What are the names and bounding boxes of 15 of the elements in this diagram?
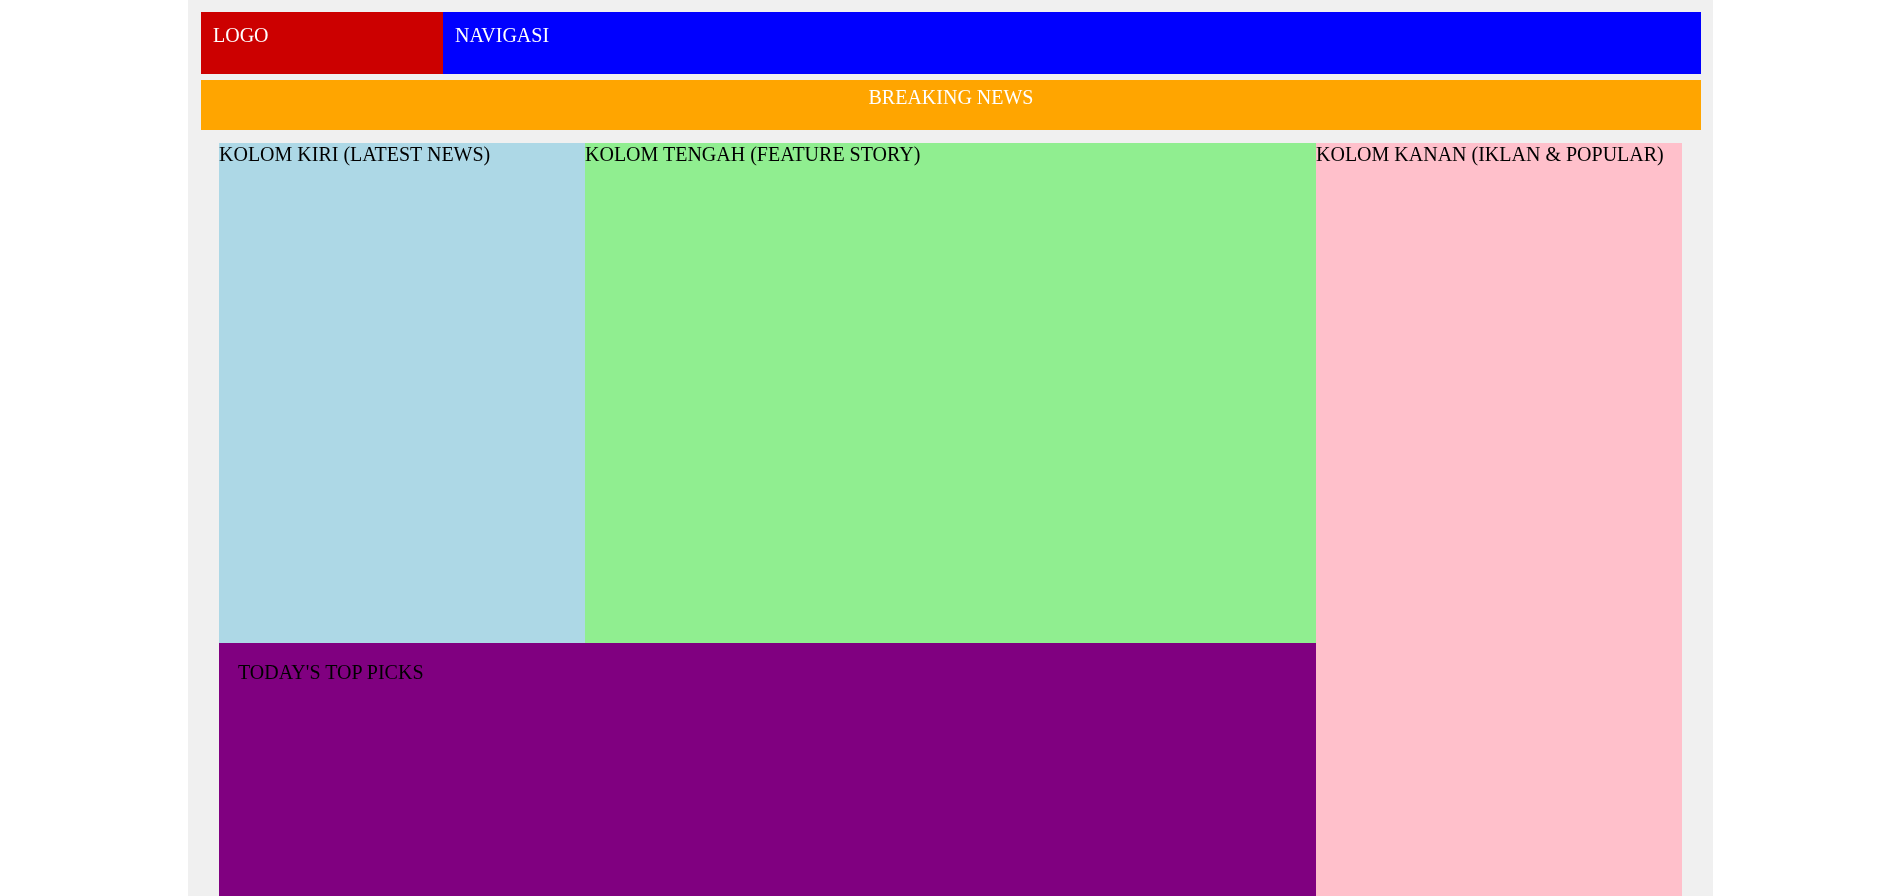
breaking-news-bar [201, 80, 1701, 130]
right-column-panel [1316, 143, 1682, 896]
section-title: TODAY'S TOP PICKS [238, 661, 424, 684]
section-title: KOLOM KIRI (LATEST NEWS) [219, 143, 491, 166]
page-container [188, 0, 1713, 896]
left-column-panel [219, 143, 585, 643]
section-title: NAVIGASI [455, 24, 550, 47]
navigation-bar [443, 12, 1701, 74]
section-title: LOGO [213, 24, 269, 47]
center-column-panel [585, 143, 1316, 643]
section-title: KOLOM TENGAH (FEATURE STORY) [585, 143, 921, 166]
section-title: BREAKING NEWS [868, 86, 1034, 109]
section-title: KOLOM KANAN (IKLAN & POPULAR) [1316, 143, 1664, 166]
top-picks-panel [219, 643, 1316, 896]
header-left-block [201, 12, 443, 74]
